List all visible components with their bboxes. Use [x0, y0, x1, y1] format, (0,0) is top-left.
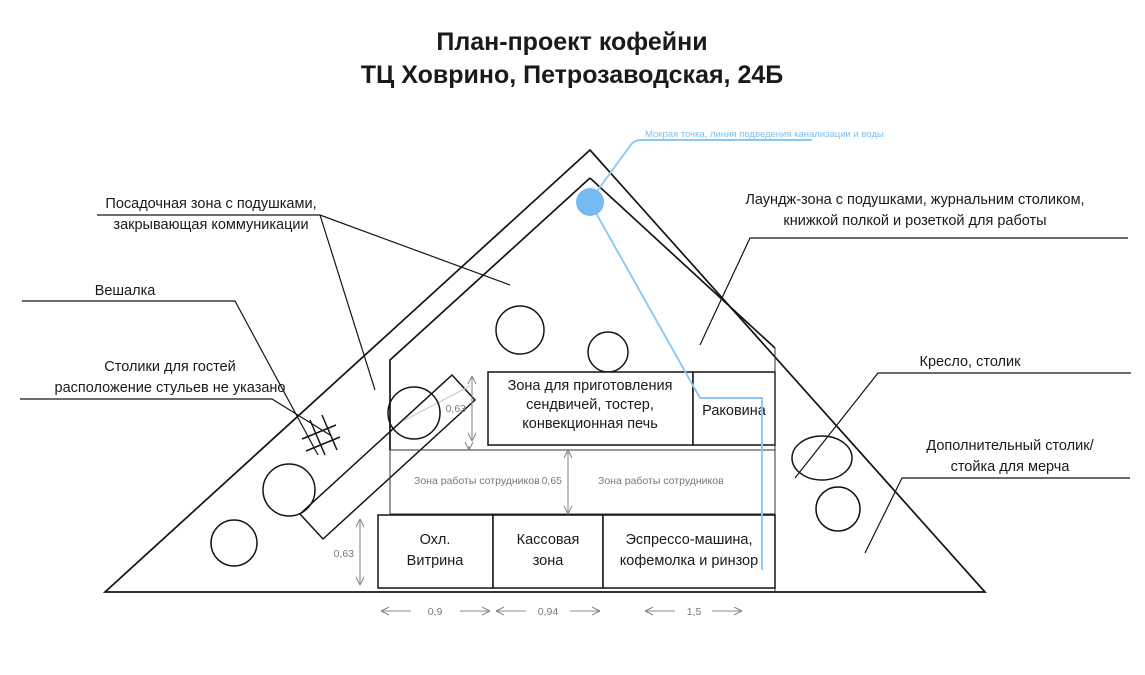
leader-lounge — [699, 237, 1128, 346]
dimension-label-depth-top: 0,63 — [446, 403, 467, 415]
staff-zone-label-left: Зона работы сотрудников — [414, 475, 540, 487]
label-hanger: Вешалка — [95, 283, 157, 299]
label-extra-table-1: Дополнительный столик/ — [926, 438, 1094, 454]
label-lounge-2: книжкой полкой и розеткой для работы — [783, 213, 1046, 229]
staff-zone-label-right: Зона работы сотрудников — [598, 475, 724, 487]
label-guest-tables-1: Столики для гостей — [104, 359, 235, 375]
equipment-boxes-bottom — [377, 514, 776, 589]
label-seating-cushions-1: Посадочная зона с подушками, — [105, 196, 316, 212]
label-armchair: Кресло, столик — [920, 354, 1022, 370]
box-cashier — [492, 514, 604, 589]
box-sandwich-label-1: Зона для приготовления — [508, 378, 673, 394]
communications-enclosure-wall — [389, 177, 776, 450]
dimension-width-fridge — [380, 606, 491, 616]
box-fridge-label-1: Охл. — [420, 532, 451, 548]
label-lounge-1: Лаундж-зона с подушками, журнальним стол… — [745, 192, 1084, 208]
wet-point-label: Мокрая точка, линия подведения канализац… — [645, 129, 884, 140]
box-espresso-label-1: Эспрессо-машина, — [625, 532, 752, 548]
dimension-label-width-cashier: 0,94 — [538, 606, 559, 618]
dimension-width-cashier — [495, 606, 601, 616]
water-supply-line — [576, 139, 812, 570]
box-fridge-label-2: Витрина — [407, 553, 465, 569]
box-sandwich-label-3: конвекционная печь — [522, 416, 658, 432]
label-guest-tables-2: расположение стульев не указано — [55, 380, 286, 396]
box-sandwich-label-2: сендвичей, тостер, — [526, 397, 654, 413]
dimension-depth-bottom — [355, 518, 365, 586]
box-cold-display — [377, 514, 494, 589]
leader-hanger — [22, 300, 319, 456]
box-sink-label: Раковина — [702, 403, 767, 419]
label-seating-cushions-2: закрывающая коммуникации — [113, 217, 308, 233]
leader-seating-cushions — [97, 214, 511, 391]
box-cashier-label-1: Кассовая — [517, 532, 580, 548]
box-sandwich-zone — [487, 371, 694, 446]
lounge-furniture — [791, 435, 861, 532]
leader-guest-tables — [20, 398, 331, 436]
dimension-depth-top — [467, 375, 477, 442]
dimension-label-width-espresso: 1,5 — [687, 606, 702, 618]
box-espresso — [602, 514, 776, 589]
dimension-connector-arrow — [464, 441, 474, 451]
leader-extra-table — [864, 477, 1130, 554]
dimension-label-depth-bottom: 0,63 — [334, 548, 355, 560]
dimension-label-width-fridge: 0,9 — [428, 606, 443, 618]
dimension-label-gap-mid: 0,65 — [542, 475, 563, 487]
label-extra-table-2: стойка для мерча — [951, 459, 1071, 475]
page-title-line2: ТЦ Ховрино, Петрозаводская, 24Б — [361, 61, 783, 89]
leader-armchair — [794, 372, 1131, 479]
wet-point-marker — [576, 188, 604, 216]
guest-table-circles — [210, 305, 629, 567]
dimension-gap-mid — [563, 449, 573, 515]
box-cashier-label-2: зона — [533, 553, 565, 569]
page-title-line1: План-проект кофейни — [436, 28, 707, 56]
building-outline — [102, 148, 987, 593]
box-espresso-label-2: кофемолка и ринзор — [620, 553, 758, 569]
dimension-width-espresso — [644, 606, 743, 616]
